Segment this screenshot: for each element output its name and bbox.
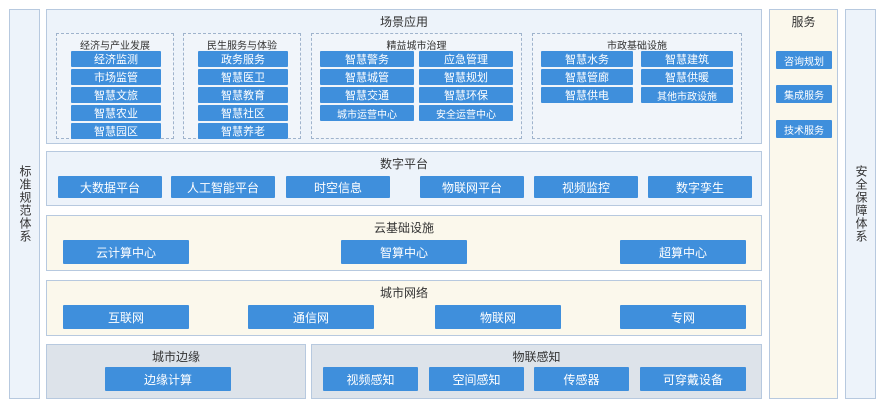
standards-system-label: 标准规范体系: [18, 165, 32, 243]
platform-item: 视频监控: [534, 176, 638, 198]
scenario-item: 智慧警务: [320, 51, 414, 67]
scenario-item: 智慧养老: [198, 123, 288, 139]
digital-platform-title: 数字平台: [379, 157, 428, 171]
security-system-label: 安全保障体系: [854, 165, 868, 243]
scenario-item: 智慧文旅: [71, 87, 161, 103]
scenario-item: 智慧园区: [71, 123, 161, 139]
scenario-item: 智慧农业: [71, 105, 161, 121]
security-system-panel: 安全保障体系: [845, 9, 876, 399]
cloud-item: 云计算中心: [63, 240, 189, 264]
scenario-group-municipal: 市政基础设施 智慧水务 智慧建筑 智慧管廊 智慧供暖 智慧供电 其他市政设施: [532, 33, 742, 139]
network-item: 互联网: [63, 305, 189, 329]
scenarios-panel: 场景应用 经济与产业发展 经济监测 市场监管 智慧文旅 智慧农业 智慧园区 民生…: [46, 9, 762, 144]
sensing-item: 可穿戴设备: [640, 367, 746, 391]
scenario-item: 智慧教育: [198, 87, 288, 103]
scenario-item: 智慧交通: [320, 87, 414, 103]
city-network-title: 城市网络: [379, 286, 428, 300]
scenario-item: 政务服务: [198, 51, 288, 67]
scenario-group-economy: 经济与产业发展 经济监测 市场监管 智慧文旅 智慧农业 智慧园区: [56, 33, 174, 139]
scenario-group-title: 民生服务与体验: [207, 41, 277, 52]
cloud-item: 超算中心: [620, 240, 746, 264]
service-item: 技术服务: [776, 120, 832, 138]
scenarios-title: 场景应用: [379, 15, 428, 29]
scenario-item: 智慧医卫: [198, 69, 288, 85]
edge-item: 边缘计算: [105, 367, 231, 391]
platform-item: 数字孪生: [648, 176, 752, 198]
scenario-group-title: 精益城市治理: [386, 41, 447, 52]
scenario-group-title: 市政基础设施: [607, 41, 667, 52]
iot-sensing-title: 物联感知: [512, 350, 561, 364]
scenario-item: 经济监测: [71, 51, 161, 67]
service-item: 集成服务: [776, 85, 832, 103]
cloud-infra-panel: 云基础设施 云计算中心 智算中心 超算中心: [46, 215, 762, 271]
network-item: 专网: [620, 305, 746, 329]
platform-item: 时空信息: [286, 176, 390, 198]
standards-system-panel: 标准规范体系: [9, 9, 40, 399]
platform-item: 人工智能平台: [171, 176, 275, 198]
scenario-item: 市场监管: [71, 69, 161, 85]
scenario-item: 智慧环保: [419, 87, 513, 103]
scenario-item: 智慧城管: [320, 69, 414, 85]
scenario-item: 智慧建筑: [641, 51, 733, 67]
network-item: 通信网: [248, 305, 374, 329]
sensing-item: 空间感知: [429, 367, 524, 391]
scenario-item: 智慧水务: [541, 51, 633, 67]
scenario-item: 城市运营中心: [320, 105, 414, 121]
sensing-item: 传感器: [534, 367, 629, 391]
scenario-item: 其他市政设施: [641, 87, 733, 103]
cloud-item: 智算中心: [341, 240, 467, 264]
scenario-item: 安全运营中心: [419, 105, 513, 121]
scenario-item: 智慧规划: [419, 69, 513, 85]
scenario-item: 智慧供电: [541, 87, 633, 103]
scenario-group-title: 经济与产业发展: [80, 41, 150, 52]
sensing-item: 视频感知: [323, 367, 418, 391]
city-network-panel: 城市网络 互联网 通信网 物联网 专网: [46, 280, 762, 336]
service-item: 咨询规划: [776, 51, 832, 69]
platform-item: 物联网平台: [420, 176, 524, 198]
scenario-group-livelihood: 民生服务与体验 政务服务 智慧医卫 智慧教育 智慧社区 智慧养老: [183, 33, 301, 139]
scenario-item: 智慧社区: [198, 105, 288, 121]
cloud-infra-title: 云基础设施: [373, 221, 434, 235]
city-edge-title: 城市边缘: [151, 350, 200, 364]
city-edge-panel: 城市边缘 边缘计算: [46, 344, 306, 399]
digital-platform-panel: 数字平台 大数据平台 人工智能平台 时空信息 物联网平台 视频监控 数字孪生: [46, 151, 762, 206]
scenario-item: 智慧供暖: [641, 69, 733, 85]
scenario-group-governance: 精益城市治理 智慧警务 应急管理 智慧城管 智慧规划 智慧交通 智慧环保 城市运…: [311, 33, 522, 139]
iot-sensing-panel: 物联感知 视频感知 空间感知 传感器 可穿戴设备: [311, 344, 762, 399]
scenario-item: 应急管理: [419, 51, 513, 67]
network-item: 物联网: [435, 305, 561, 329]
services-panel: 服务 咨询规划 集成服务 技术服务: [769, 9, 838, 399]
scenario-item: 智慧管廊: [541, 69, 633, 85]
services-title: 服务: [791, 15, 816, 29]
platform-item: 大数据平台: [58, 176, 162, 198]
